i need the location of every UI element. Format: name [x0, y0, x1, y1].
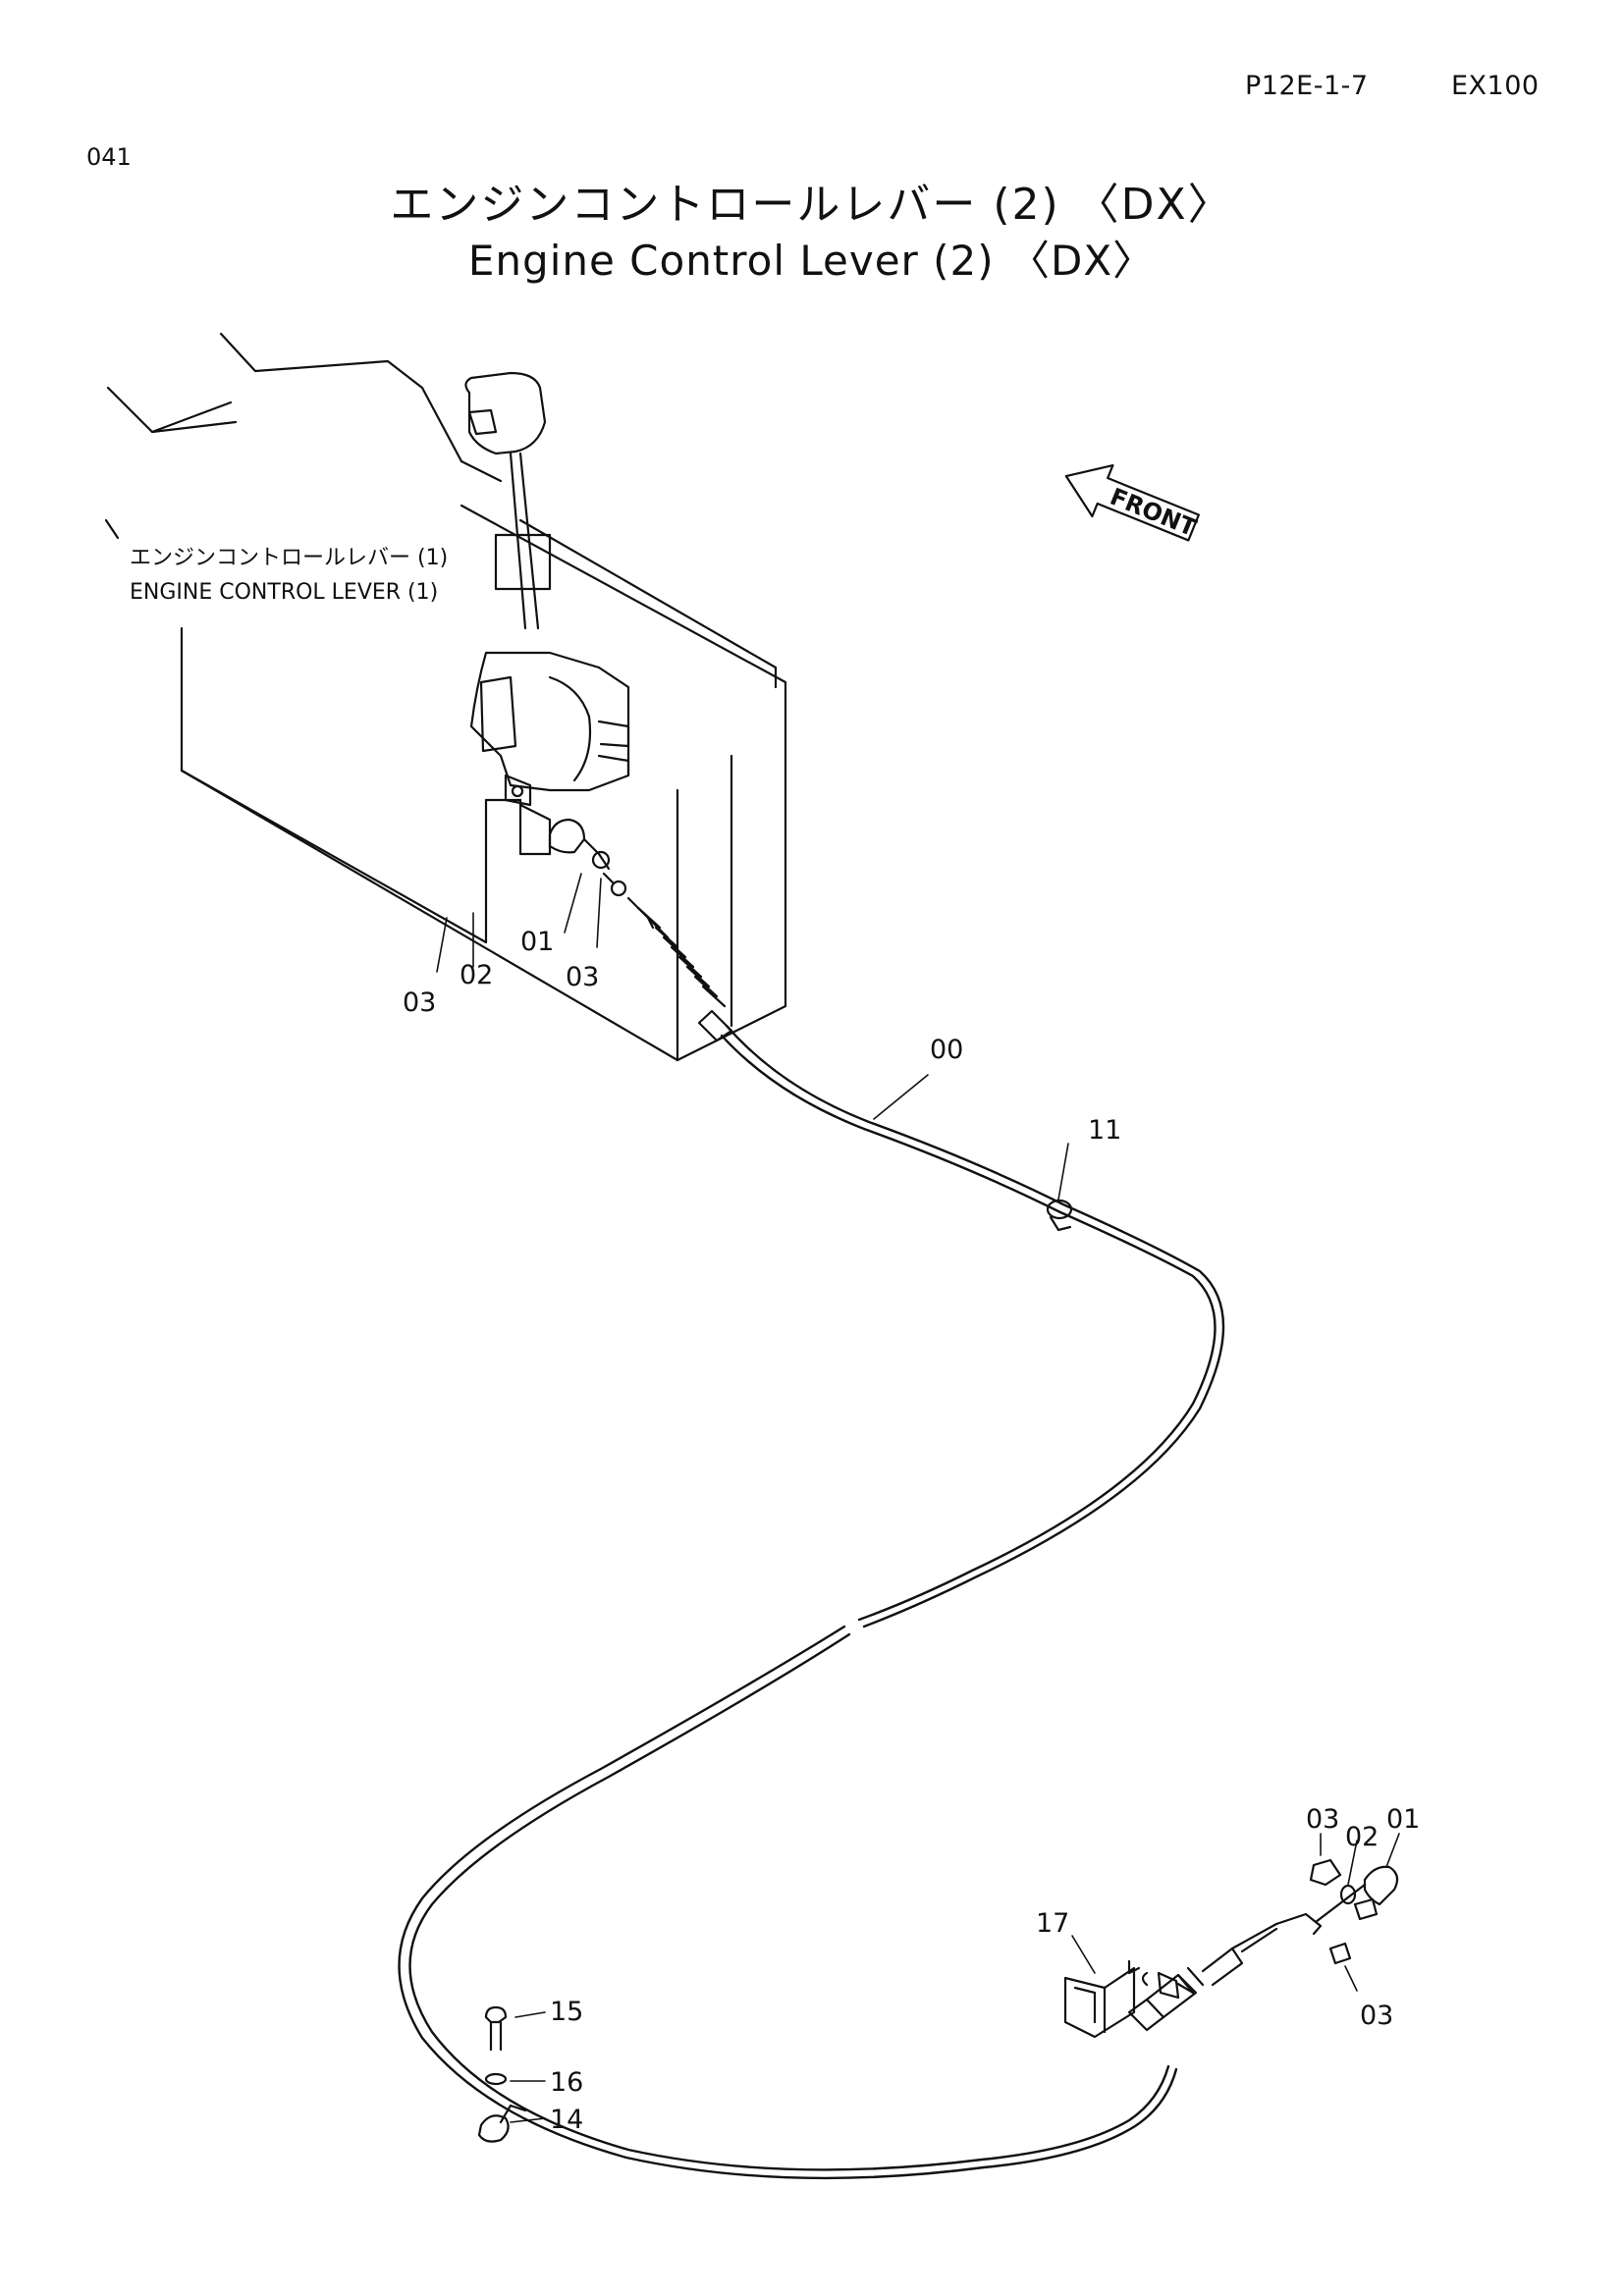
label-left-washer: 02 — [460, 960, 493, 990]
label-right-nut-bottom: 03 — [1360, 2001, 1393, 2031]
label-right-nut-top: 03 — [1306, 1804, 1339, 1835]
label-lock-washer: 16 — [550, 2067, 583, 2098]
clamp-assembly — [477, 2005, 527, 2143]
leader-lines — [436, 873, 1400, 2123]
label-bracket: 17 — [1036, 1908, 1069, 1939]
cable-end-right — [1127, 1883, 1367, 2032]
cable-clip — [1046, 1199, 1073, 1232]
reference-japanese: エンジンコントロールレバー (1) — [130, 546, 448, 570]
part-labels: 00 11 01 03 02 03 17 15 16 14 03 02 01 0… — [403, 927, 1420, 2135]
label-clamp: 14 — [550, 2105, 583, 2135]
right-fasteners — [1309, 1858, 1399, 1965]
label-left-nut-inner: 03 — [566, 962, 599, 992]
bracket — [1063, 1959, 1195, 2039]
label-right-washer: 02 — [1345, 1822, 1379, 1852]
lever-cable-end — [548, 818, 733, 1042]
title-english: Engine Control Lever (2) 〈DX〉 — [467, 237, 1156, 285]
label-clip: 11 — [1088, 1115, 1121, 1146]
front-arrow: FRONT — [1064, 463, 1201, 543]
control-cable — [398, 1024, 1225, 2180]
label-right-ball-joint: 01 — [1386, 1804, 1420, 1835]
control-lever — [464, 371, 630, 856]
label-left-nut-outer: 03 — [403, 988, 436, 1018]
model-number: EX100 — [1451, 71, 1540, 101]
title-japanese: エンジンコントロールレバー (2) 〈DX〉 — [390, 180, 1233, 230]
label-cable: 00 — [930, 1035, 963, 1065]
page-code: P12E-1-7 — [1245, 71, 1369, 101]
reference-english: ENGINE CONTROL LEVER (1) — [130, 580, 438, 605]
label-bolt: 15 — [550, 1997, 583, 2027]
figure-number: 041 — [86, 143, 132, 171]
machine-outline — [104, 332, 787, 1062]
label-left-ball-joint: 01 — [520, 927, 554, 957]
front-arrow-label: FRONT — [1107, 483, 1201, 543]
